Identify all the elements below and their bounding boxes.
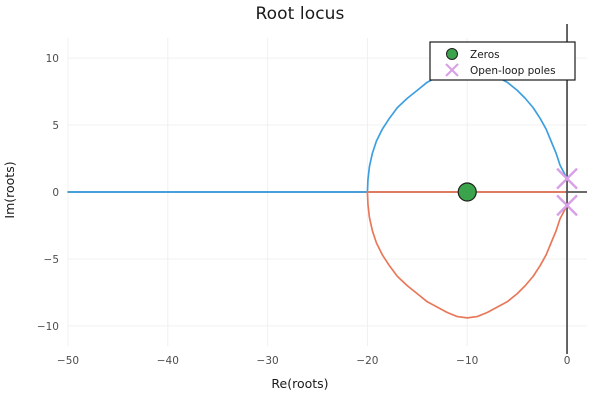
pole-marker xyxy=(556,167,578,190)
pole-marker-stroke xyxy=(556,167,578,190)
locus-branch-upper xyxy=(67,65,568,193)
zero-marker xyxy=(457,182,477,202)
x-tick-label: −30 xyxy=(257,355,279,367)
y-tick-label: −10 xyxy=(37,321,59,333)
x-tick-label: −40 xyxy=(157,355,179,367)
x-tick-label: −20 xyxy=(356,355,378,367)
locus-branch-lower-arc xyxy=(366,191,568,319)
pole-marker-stroke xyxy=(556,194,578,217)
y-tick-label: −5 xyxy=(44,254,59,266)
legend-item[interactable]: Zeros xyxy=(446,48,500,62)
pole-marker xyxy=(556,194,578,217)
legend-item[interactable]: Open-loop poles xyxy=(445,63,556,77)
y-tick-label: 0 xyxy=(52,187,59,199)
y-tick-label: 10 xyxy=(46,53,59,65)
x-axis-title: Re(roots) xyxy=(271,376,328,391)
y-axis-title: Im(roots) xyxy=(2,161,17,218)
x-tick-label: −50 xyxy=(57,355,79,367)
x-tick-label: 0 xyxy=(564,355,571,367)
pole-zero-markers xyxy=(457,167,578,217)
legend-pole-icon xyxy=(445,63,459,77)
legend-zero-icon xyxy=(446,48,458,60)
legend-item-label: Zeros xyxy=(470,49,500,61)
page-title: Root locus xyxy=(255,4,345,24)
y-tick-label: 5 xyxy=(52,120,59,132)
locus-branches xyxy=(67,65,568,319)
x-tick-label: −10 xyxy=(456,355,478,367)
legend-item-label: Open-loop poles xyxy=(470,65,556,77)
